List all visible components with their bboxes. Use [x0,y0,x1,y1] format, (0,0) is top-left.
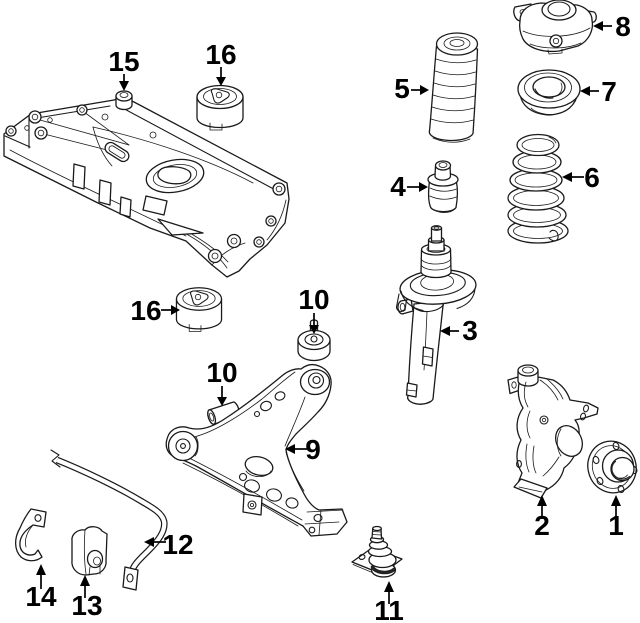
subframe-mount-bushing-lower-drawing [175,287,223,332]
callout-7-arrowhead [580,86,590,96]
callout-4-arrowhead [419,182,428,192]
callout-8-arrowhead [593,21,603,31]
callout-13-number[interactable]: 13 [71,590,102,621]
callout-4[interactable]: 4 [390,171,428,202]
callout-16-top[interactable]: 16 [205,39,237,86]
spring-seat-bearing-drawing [517,69,581,116]
callout-5-number[interactable]: 5 [394,73,410,104]
subframe-drawing [3,90,290,278]
stabilizer-bushing-drawing [71,526,108,576]
callout-3-arrowhead [440,326,450,336]
callout-8[interactable]: 8 [593,11,631,42]
callout-1[interactable]: 1 [608,495,624,541]
callout-9-arrowhead [285,444,295,454]
callout-15-arrowhead [119,81,129,91]
callout-3[interactable]: 3 [440,315,478,346]
callout-14-number[interactable]: 14 [25,581,57,612]
callout-10-upper-number[interactable]: 10 [298,284,329,315]
ball-joint-drawing [351,525,403,578]
callout-14[interactable]: 14 [25,564,57,612]
lower-control-arm-drawing [165,363,348,537]
callout-10-lower[interactable]: 10 [206,357,238,406]
callout-12-number[interactable]: 12 [162,529,193,560]
stabilizer-bar-drawing [50,449,168,591]
strut-mount-drawing [513,0,597,55]
wheel-hub-drawing [587,440,638,494]
control-arm-bushing-round-drawing [297,319,331,362]
callout-13[interactable]: 13 [71,575,103,621]
callout-16-top-arrowhead [216,77,226,86]
callout-7[interactable]: 7 [580,76,617,107]
callout-4-number[interactable]: 4 [390,171,406,202]
subframe-mount-bushing-top-drawing [196,84,244,131]
callout-16-lower-arrowhead [171,305,180,315]
coil-spring-drawing [507,133,569,244]
control-arm-bushing-sleeve-drawing [207,401,240,425]
callout-10-lower-number[interactable]: 10 [206,357,237,388]
callout-15-number[interactable]: 15 [108,46,139,77]
callout-2-number[interactable]: 2 [534,510,550,541]
callout-14-arrowhead [36,564,46,575]
callout-10-upper[interactable]: 10 [298,284,330,334]
callout-8-number[interactable]: 8 [615,11,631,42]
callout-3-number[interactable]: 3 [462,315,478,346]
callout-2[interactable]: 2 [534,495,550,541]
callout-16-lower-number[interactable]: 16 [130,295,161,326]
callout-5[interactable]: 5 [394,73,429,104]
callout-12-arrowhead [144,537,154,547]
callout-9[interactable]: 9 [285,434,321,465]
callout-13-arrowhead [80,575,90,586]
callout-12[interactable]: 12 [144,529,194,560]
callout-11[interactable]: 11 [374,581,404,623]
callout-5-arrowhead [420,85,429,95]
callout-6[interactable]: 6 [562,162,600,193]
callout-6-number[interactable]: 6 [584,162,600,193]
callout-7-number[interactable]: 7 [601,76,617,107]
strut-boot-drawing [428,32,479,143]
bump-stop-drawing [427,160,459,214]
callout-15[interactable]: 15 [108,46,140,91]
callout-16-top-number[interactable]: 16 [205,39,236,70]
steering-knuckle-drawing [507,364,599,499]
callout-11-number[interactable]: 11 [374,595,404,623]
callout-6-arrowhead [562,172,572,182]
callout-2-arrowhead [537,495,547,506]
callout-1-number[interactable]: 1 [608,510,624,541]
callout-11-arrowhead [384,581,394,592]
callout-9-number[interactable]: 9 [305,434,321,465]
callout-10-lower-arrowhead [217,397,227,406]
callout-10-upper-arrowhead [309,325,319,334]
callout-1-arrowhead [611,495,621,506]
callout-16-lower[interactable]: 16 [130,295,180,326]
stabilizer-bracket-drawing [14,508,47,562]
strut-drawing [395,225,477,405]
